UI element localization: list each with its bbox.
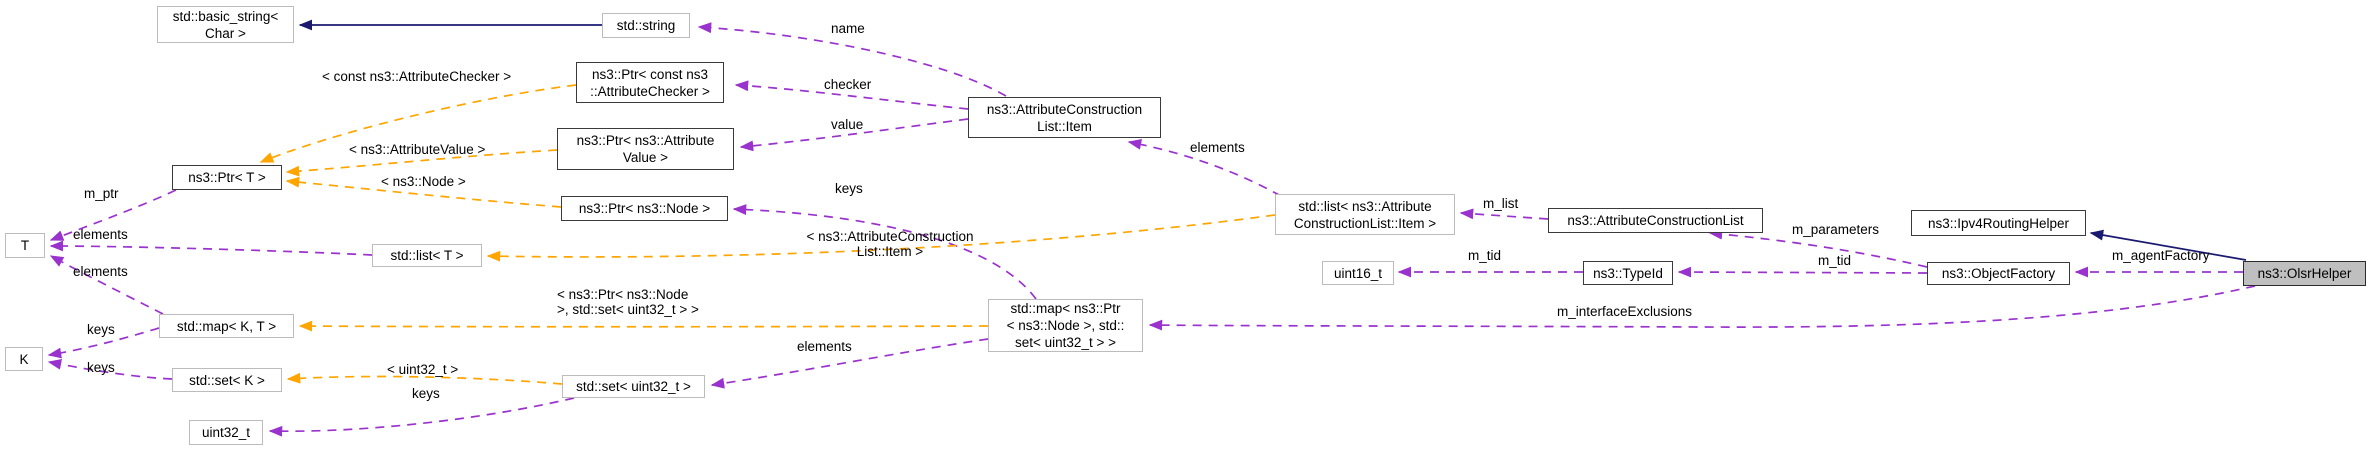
node-olsr-helper: ns3::OlsrHelper xyxy=(2243,261,2366,286)
node-label: std::string xyxy=(616,18,676,33)
edge-tmpl-list-acl-item xyxy=(486,214,1276,262)
edge-label-elements-map-t: elements xyxy=(73,264,128,279)
node-label: ns3::Ptr< ns3::Node > xyxy=(578,201,711,216)
node-set-uint32: std::set< uint32_t > xyxy=(562,375,705,398)
node-label: ns3::Ptr< T > xyxy=(188,170,266,185)
edge-label-checker: checker xyxy=(824,77,872,92)
edge-label-m-list: m_list xyxy=(1483,196,1519,211)
edge-label-m-interface-exclusions: m_interfaceExclusions xyxy=(1557,304,1693,319)
node-label: ns3::Ipv4RoutingHelper xyxy=(1927,215,2070,231)
node-basic-string: std::basic_string<Char > xyxy=(157,6,294,43)
edge-label-tmpl-attribute-value: < ns3::AttributeValue > xyxy=(349,142,486,157)
edge-label-elements-item: elements xyxy=(1190,140,1245,155)
edge-label-keys-uint32: keys xyxy=(412,386,440,401)
node-label: uint16_t xyxy=(1333,265,1383,281)
edge-use-keys-set-k xyxy=(47,358,173,380)
node-label: std::list< T > xyxy=(390,248,464,263)
edge-use-keys-uint32 xyxy=(268,397,575,437)
node-label: K xyxy=(19,351,29,367)
edge-use-m-tid-object-factory xyxy=(1677,266,1928,278)
edge-label-tmpl-node: < ns3::Node > xyxy=(381,174,466,189)
edge-label-elements-map-set: elements xyxy=(797,339,852,354)
node-map-kt: std::map< K, T > xyxy=(159,314,294,338)
edge-use-m-ptr xyxy=(49,189,177,241)
edge-label-m-tid-typeid: m_tid xyxy=(1468,248,1502,263)
node-label: ConstructionList::Item > xyxy=(1293,215,1437,231)
node-label: std::map< K, T > xyxy=(176,318,277,334)
edge-use-elements-map-kt xyxy=(49,255,164,315)
node-label: std::set< K > xyxy=(189,372,265,388)
node-ipv4-routing-helper[interactable]: ns3::Ipv4RoutingHelper xyxy=(1911,210,2086,236)
edge-use-m-interface-exclusions xyxy=(1148,285,2256,331)
edge-inh-olsr-ipv4 xyxy=(2089,229,2247,261)
edge-label-value: value xyxy=(831,117,864,132)
edge-tmpl-ptr-const-checker xyxy=(259,84,577,163)
edge-use-m-parameters xyxy=(1708,228,1928,268)
node-map-node-set: std::map< ns3::Ptr< ns3::Node >, std::se… xyxy=(988,299,1143,352)
node-label: std::list< ns3::Attribute xyxy=(1298,198,1432,214)
edge-use-name xyxy=(697,22,1007,97)
edge-label-keys-ptr-node: keys xyxy=(835,181,863,196)
node-label: std::basic_string< xyxy=(172,8,279,24)
node-ptr-t[interactable]: ns3::Ptr< T > xyxy=(172,165,282,190)
edge-label-tmpl-map: < ns3::Ptr< ns3::Node>, std::set< uint32… xyxy=(557,287,699,317)
node-label: Char > xyxy=(205,25,246,41)
edge-tmpl-ptr-node xyxy=(285,176,562,208)
edge-tmpl-map-node-set xyxy=(298,320,989,332)
node-label: ns3::Ptr< const ns3 xyxy=(592,66,708,82)
edge-tmpl-set-uint32 xyxy=(286,372,563,385)
node-label: std::map< ns3::Ptr xyxy=(1010,301,1121,316)
edge-label-elements-list-t: elements xyxy=(73,227,128,242)
node-set-k: std::set< K > xyxy=(172,368,282,392)
edge-label-m-ptr: m_ptr xyxy=(84,186,119,201)
node-label: ns3::TypeId xyxy=(1593,265,1663,281)
edge-use-elements-list-t xyxy=(49,240,373,256)
node-k: K xyxy=(5,347,43,371)
node-label: List::Item xyxy=(1037,118,1092,134)
edge-label-keys-set-k: keys xyxy=(87,360,115,375)
edge-label-tmpl-const-checker: < const ns3::AttributeChecker > xyxy=(322,69,512,84)
node-label: Value > xyxy=(622,150,669,165)
node-label: set< uint32_t > > xyxy=(1015,335,1116,350)
edge-use-m-list xyxy=(1459,208,1549,220)
edge-label-m-parameters: m_parameters xyxy=(1792,222,1880,237)
node-ptr-const-checker[interactable]: ns3::Ptr< const ns3::AttributeChecker > xyxy=(576,62,724,103)
node-label: < ns3::Node >, std:: xyxy=(1006,318,1125,333)
node-label: T xyxy=(20,238,30,253)
edge-label-m-tid-object-factory: m_tid xyxy=(1818,253,1852,268)
node-string: std::string xyxy=(602,13,690,38)
node-label: ns3::AttributeConstruction xyxy=(986,101,1143,117)
node-label: ns3::Ptr< ns3::Attribute xyxy=(576,133,715,148)
node-uint16-t: uint16_t xyxy=(1322,261,1394,285)
edge-label-tmpl-uint32: < uint32_t > xyxy=(387,362,459,377)
node-list-t: std::list< T > xyxy=(372,244,482,267)
edge-use-elements-item xyxy=(1127,139,1282,197)
node-label: ::AttributeChecker > xyxy=(590,83,710,99)
edge-use-value xyxy=(739,118,969,152)
edge-tmpl-ptr-value xyxy=(285,149,558,177)
edge-label-keys-map-k: keys xyxy=(87,322,115,337)
edge-use-keys-map-kt xyxy=(47,327,160,359)
node-label: ns3::ObjectFactory xyxy=(1941,266,2056,281)
edge-use-checker xyxy=(734,80,969,110)
node-t: T xyxy=(5,233,45,258)
edge-use-keys-ptr-node xyxy=(732,204,1037,300)
node-label: std::set< uint32_t > xyxy=(576,379,691,394)
node-label: uint32_t xyxy=(201,425,251,440)
node-label: ns3::OlsrHelper xyxy=(2257,266,2352,281)
node-ptr-node[interactable]: ns3::Ptr< ns3::Node > xyxy=(561,196,728,221)
edge-use-elements-map-set xyxy=(710,338,989,389)
node-uint32-t: uint32_t xyxy=(189,420,263,445)
node-attribute-construction-list[interactable]: ns3::AttributeConstructionList xyxy=(1548,208,1763,233)
edge-label-m-agent-factory: m_agentFactory xyxy=(2112,248,2210,263)
edge-label-name: name xyxy=(831,21,865,36)
node-label: ns3::AttributeConstructionList xyxy=(1567,213,1744,228)
node-typeid[interactable]: ns3::TypeId xyxy=(1583,261,1673,285)
node-object-factory[interactable]: ns3::ObjectFactory xyxy=(1927,262,2070,285)
